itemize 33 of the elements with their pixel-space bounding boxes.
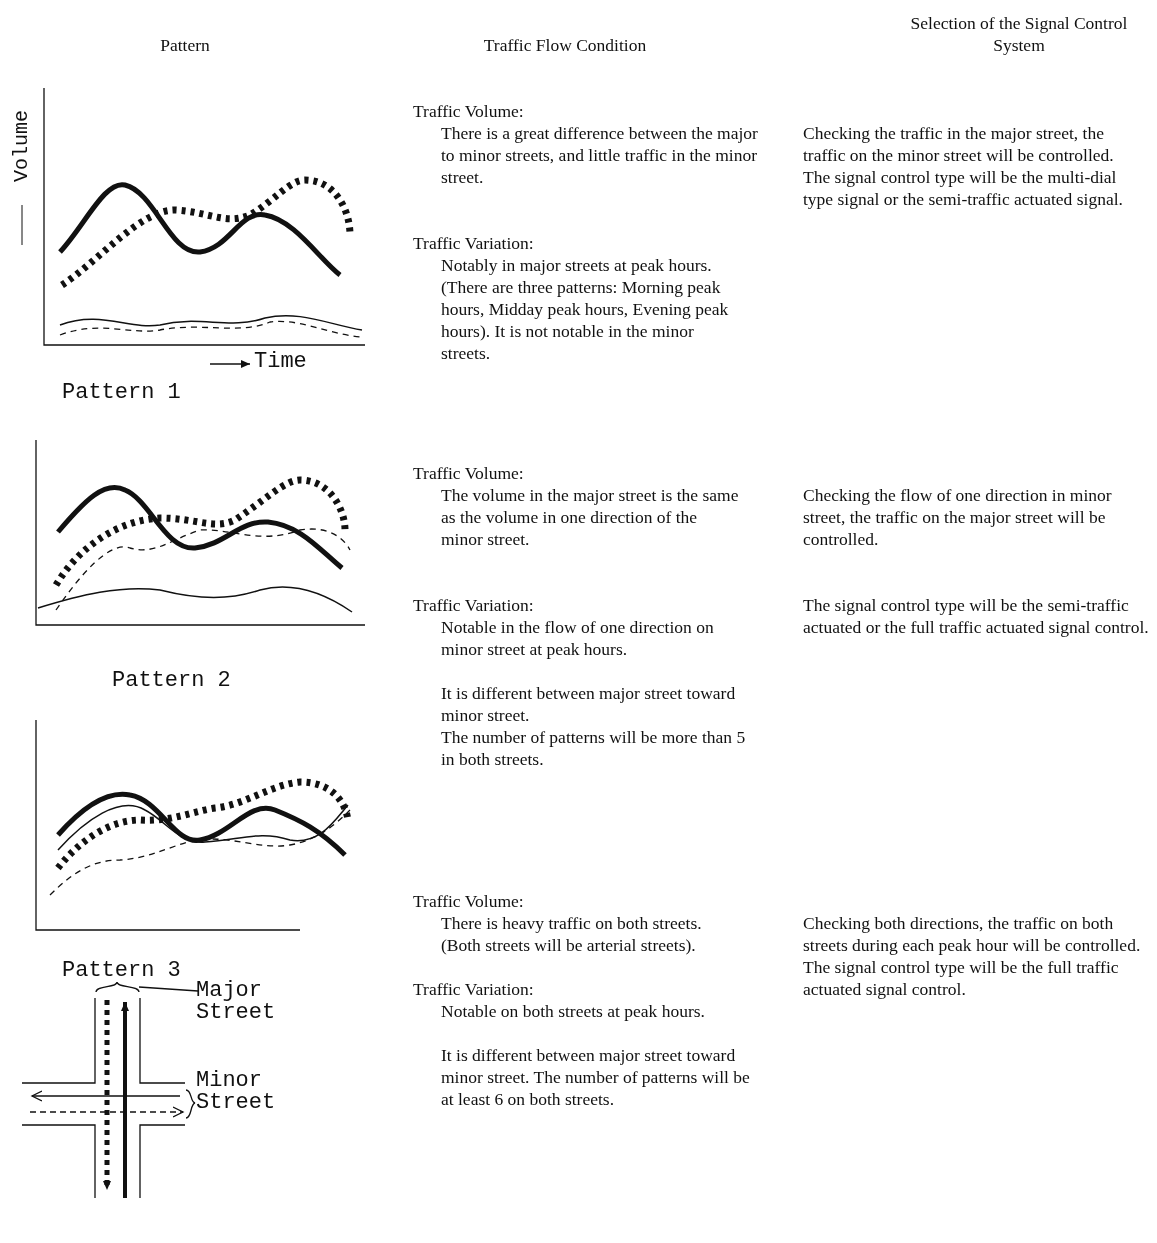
street-label: Minor Street <box>196 1070 277 1114</box>
description-text: The volume in the major street is the same as the volume in one direction of the minor street. <box>441 484 740 550</box>
pattern-caption: Pattern 3 <box>62 960 182 982</box>
axis-label: Time <box>254 351 308 373</box>
description-text: The signal control type will be the multi-dial type signal or the semi-traffic actuated signal. <box>803 166 1124 210</box>
section-heading: Traffic Variation: <box>413 232 535 254</box>
description-text: Checking the flow of one direction in minor street, the traffic on the major street will be controlled. <box>803 484 1113 550</box>
column-heading: Selection of the Signal Control System <box>909 12 1129 56</box>
pattern-caption: Pattern 1 <box>62 382 182 404</box>
description-text: The number of patterns will be more than 5 in both streets. <box>441 726 747 770</box>
description-text: Notable in the flow of one direction on minor street at peak hours. <box>441 616 715 660</box>
description-text: Notably in major streets at peak hours. (There are three patterns: Morning peak hours, Midday peak hours, Evening peak hours). It is not notable in the minor streets. <box>441 254 730 364</box>
description-text: It is different between major street toward minor street. The number of patterns will be at least 6 on both streets. <box>441 1044 751 1110</box>
column-heading: Pattern <box>159 34 211 56</box>
leader-line <box>138 986 199 992</box>
description-text: The signal control type will be the full traffic actuated signal control. <box>803 956 1120 1000</box>
section-heading: Traffic Volume: <box>413 890 525 912</box>
street-label: Major Street <box>196 980 326 1024</box>
description-text: Checking the traffic in the major street, the traffic on the minor street will be controlled. <box>803 122 1115 166</box>
description-text: The signal control type will be the semi-traffic actuated or the full traffic actuated signal control. <box>803 594 1150 638</box>
section-heading: Traffic Volume: <box>413 100 525 122</box>
section-heading: Traffic Variation: <box>413 978 535 1000</box>
column-heading: Traffic Flow Condition <box>482 34 648 56</box>
description-text: Notable on both streets at peak hours. <box>441 1000 706 1022</box>
section-heading: Traffic Variation: <box>413 594 535 616</box>
description-text: There is a great difference between the major to minor streets, and little traffic in the minor street. <box>441 122 759 188</box>
brace-mark <box>95 981 140 993</box>
description-text: Checking both directions, the traffic on both streets during each peak hour will be controlled. <box>803 912 1142 956</box>
description-text: It is different between major street toward minor street. <box>441 682 737 726</box>
pattern-caption: Pattern 2 <box>112 670 232 692</box>
description-text: There is heavy traffic on both streets. (Both streets will be arterial streets). <box>441 912 703 956</box>
axis-label: Volume <box>11 109 33 184</box>
section-heading: Traffic Volume: <box>413 462 525 484</box>
